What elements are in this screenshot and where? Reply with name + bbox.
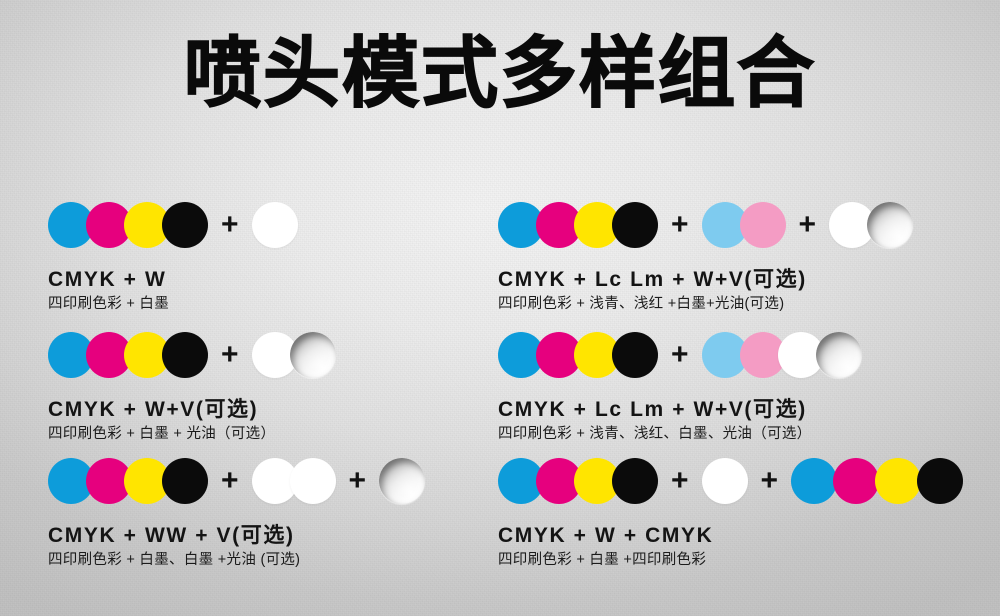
- combination-subtitle: 四印刷色彩 + 白墨: [48, 296, 170, 313]
- ink-dot-v-icon: [815, 332, 862, 378]
- ink-dot-group: [379, 452, 426, 510]
- ink-dot-group: [48, 196, 208, 254]
- ink-dot-group: [829, 196, 914, 254]
- ink-dot-row: +: [498, 326, 862, 384]
- ink-dot-w-icon: [289, 458, 336, 504]
- plus-sign: +: [671, 338, 689, 371]
- combination-label: CMYK + WW + V(可选): [48, 524, 295, 547]
- ink-dot-k-icon: [162, 458, 208, 504]
- combination-block-cmyk-lclm-w-v: ++CMYK + Lc Lm + W+V(可选)四印刷色彩 + 浅青、浅红 +白…: [498, 196, 914, 313]
- ink-dot-k-icon: [612, 458, 658, 504]
- plus-sign: +: [798, 208, 817, 241]
- ink-dot-row: +: [48, 326, 336, 384]
- combination-label: CMYK + W + CMYK: [498, 524, 714, 547]
- ink-dot-row: ++: [48, 452, 426, 510]
- page-title: 喷头模式多样组合: [183, 30, 816, 119]
- ink-dot-group: [48, 326, 208, 384]
- combination-label: CMYK + Lc Lm + W+V(可选): [498, 398, 807, 421]
- ink-dot-group: [498, 452, 658, 510]
- ink-dot-v-icon: [867, 202, 914, 248]
- ink-dot-k-icon: [917, 458, 964, 504]
- ink-dot-lm-icon: [739, 202, 786, 248]
- ink-dot-w-icon: [701, 458, 748, 504]
- ink-dot-row: ++: [498, 452, 964, 510]
- ink-dot-k-icon: [612, 332, 658, 378]
- ink-dot-v-icon: [379, 458, 426, 504]
- plus-sign: +: [221, 338, 239, 371]
- combination-label: CMYK + W+V(可选): [48, 398, 259, 421]
- ink-dot-group: [48, 452, 208, 510]
- ink-dot-m-icon: [833, 458, 880, 504]
- ink-dot-v-icon: [289, 332, 336, 378]
- plus-sign: +: [221, 464, 239, 497]
- ink-dot-group: [498, 196, 658, 254]
- ink-dot-c-icon: [791, 458, 838, 504]
- ink-dot-k-icon: [162, 332, 208, 378]
- combination-block-cmyk-w-v: + CMYK + W+V(可选) 四印刷色彩 + 白墨 + 光油（可选）: [48, 326, 336, 443]
- ink-dot-k-icon: [612, 202, 658, 248]
- ink-dot-y-icon: [875, 458, 922, 504]
- combination-subtitle: 四印刷色彩 + 浅青、浅红 +白墨+光油(可选): [498, 296, 785, 313]
- ink-dot-w-icon: [251, 202, 298, 248]
- ink-dot-group: [791, 452, 964, 510]
- plus-sign: +: [671, 464, 689, 497]
- ink-dot-row: +: [48, 196, 298, 254]
- ink-dot-group: [701, 452, 748, 510]
- ink-dot-group: [498, 326, 658, 384]
- combination-label: CMYK + W: [48, 268, 167, 291]
- ink-dot-group: [701, 326, 862, 384]
- combination-subtitle: 四印刷色彩 + 白墨 + 光油（可选）: [48, 426, 276, 443]
- combination-block-cmyk-lclm-w-v-2: + CMYK + Lc Lm + W+V(可选) 四印刷色彩 + 浅青、浅红、白墨、…: [498, 326, 862, 443]
- ink-dot-group: [251, 196, 298, 254]
- plus-sign: +: [221, 208, 239, 241]
- ink-dot-group: [251, 326, 336, 384]
- ink-dot-group: [701, 196, 786, 254]
- ink-dot-row: ++: [498, 196, 914, 254]
- plus-sign: +: [671, 208, 689, 241]
- combination-subtitle: 四印刷色彩 + 浅青、浅红、白墨、光油（可选）: [498, 426, 812, 443]
- combination-block-cmyk-ww-v: ++CMYK + WW + V(可选)四印刷色彩 + 白墨、白墨 +光油 (可选…: [48, 452, 426, 569]
- combination-label: CMYK + Lc Lm + W+V(可选): [498, 268, 807, 291]
- plus-sign: +: [760, 464, 779, 497]
- ink-dot-k-icon: [162, 202, 208, 248]
- combination-subtitle: 四印刷色彩 + 白墨 +四印刷色彩: [498, 552, 707, 569]
- plus-sign: +: [348, 464, 367, 497]
- ink-dot-group: [251, 452, 336, 510]
- combination-block-cmyk-w: + CMYK + W 四印刷色彩 + 白墨: [48, 196, 298, 313]
- combination-subtitle: 四印刷色彩 + 白墨、白墨 +光油 (可选): [48, 552, 301, 569]
